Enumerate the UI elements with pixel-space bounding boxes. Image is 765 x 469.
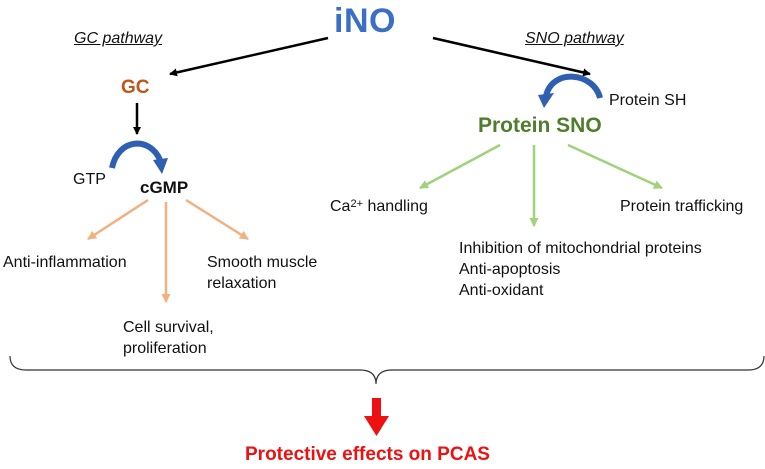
ino-title: iNO (334, 2, 396, 40)
arrow-sno-trafficking (567, 143, 663, 190)
effect-ca-handling: Ca2+ handling (330, 196, 428, 217)
arrow-cgmp-smooth-muscle (185, 198, 249, 241)
ca-suffix: handling (363, 198, 428, 215)
red-down-arrow (364, 398, 389, 436)
arrow-ino-to-sno (432, 36, 591, 77)
ca-prefix: Ca (330, 198, 351, 215)
sno-pathway-label: SNO pathway (525, 30, 624, 47)
bottom-brace (9, 355, 765, 385)
gtp-label: GTP (73, 171, 106, 188)
arrow-cgmp-anti-inflammation (87, 198, 149, 241)
curved-arrow-gtp-to-cgmp (109, 140, 168, 174)
protein-sno-node: Protein SNO (478, 114, 602, 137)
outcome-label: Protective effects on PCAS (245, 444, 490, 465)
effect-smooth-muscle: Smooth muscle (207, 254, 318, 271)
arrow-ino-to-gc (169, 36, 329, 77)
gc-pathway-label: GC pathway (74, 30, 163, 47)
arrow-sno-ca-handling (419, 143, 501, 190)
effect-anti-inflammation: Anti-inflammation (3, 254, 127, 271)
effect-protein-trafficking: Protein trafficking (620, 198, 744, 215)
effect-relaxation: relaxation (207, 275, 277, 292)
effect-anti-oxidant: Anti-oxidant (459, 282, 544, 299)
curved-arrow-sh-to-sno (538, 73, 603, 108)
protein-sh-label: Protein SH (609, 92, 687, 109)
effect-inhibition-mitochondrial: Inhibition of mitochondrial proteins (459, 240, 702, 257)
effect-cell-survival: Cell survival, (123, 319, 214, 336)
gc-node: GC (121, 77, 150, 98)
effect-anti-apoptosis: Anti-apoptosis (459, 261, 561, 278)
effect-proliferation: proliferation (123, 340, 207, 357)
cgmp-node: cGMP (140, 178, 189, 197)
ca-superscript: 2+ (350, 198, 363, 210)
